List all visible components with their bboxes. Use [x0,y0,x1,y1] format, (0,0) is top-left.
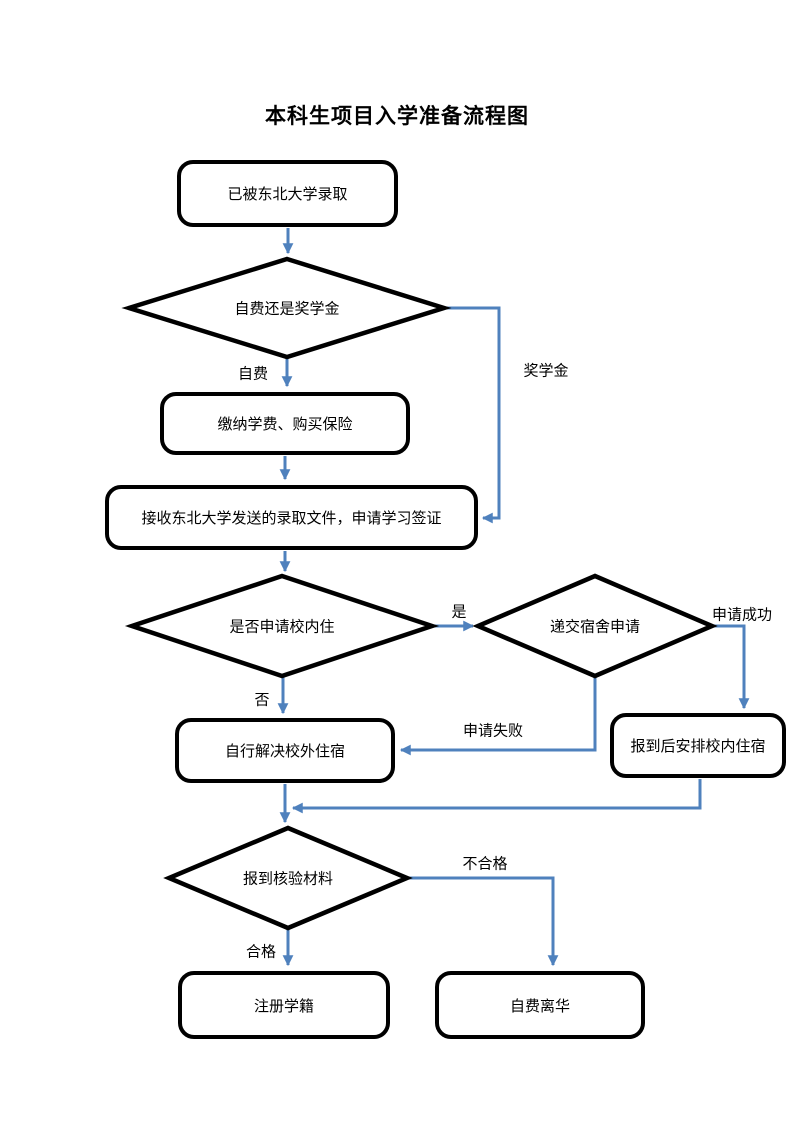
diamond-label-funding-decision: 自费还是奖学金 [234,299,340,318]
node-start: 已被东北大学录取 [177,160,398,227]
diamond-material-check [163,825,413,931]
edge-label-yes: 是 [451,602,467,621]
edge-label-scholarship: 奖学金 [523,361,569,380]
diamond-dorm-application [472,573,718,679]
connector-group [277,228,750,967]
decision-shape-group [121,256,718,931]
connector-success [712,624,750,710]
edge-label-qualified: 合格 [245,942,277,961]
edge-label-failure: 申请失败 [462,721,524,740]
diamond-funding-decision [121,256,452,360]
edge-label-success: 申请成功 [711,605,773,624]
node-register: 注册学籍 [178,971,390,1039]
node-leave: 自费离华 [435,971,645,1039]
diamond-label-dorm-application: 递交宿舍申请 [549,617,641,636]
diamond-label-dorm-decision: 是否申请校内住 [229,617,335,636]
diamond-dorm-decision [124,573,440,679]
edge-label-self-funded: 自费 [237,364,269,383]
diamond-label-material-check: 报到核验材料 [242,869,334,888]
connector-oncampus-to-check [291,779,702,814]
edge-label-unqualified: 不合格 [462,854,508,873]
node-pay-tuition: 缴纳学费、购买保险 [160,392,410,455]
node-on-campus: 报到后安排校内住宿 [610,713,786,778]
node-off-campus: 自行解决校外住宿 [175,718,395,783]
connector-scholarship [444,306,501,524]
node-admission-visa: 接收东北大学发送的录取文件，申请学习签证 [105,485,478,550]
connector-unqualified [407,876,559,967]
connector-failure [399,677,597,756]
edge-label-no: 否 [254,690,270,709]
page-title: 本科生项目入学准备流程图 [265,104,529,128]
